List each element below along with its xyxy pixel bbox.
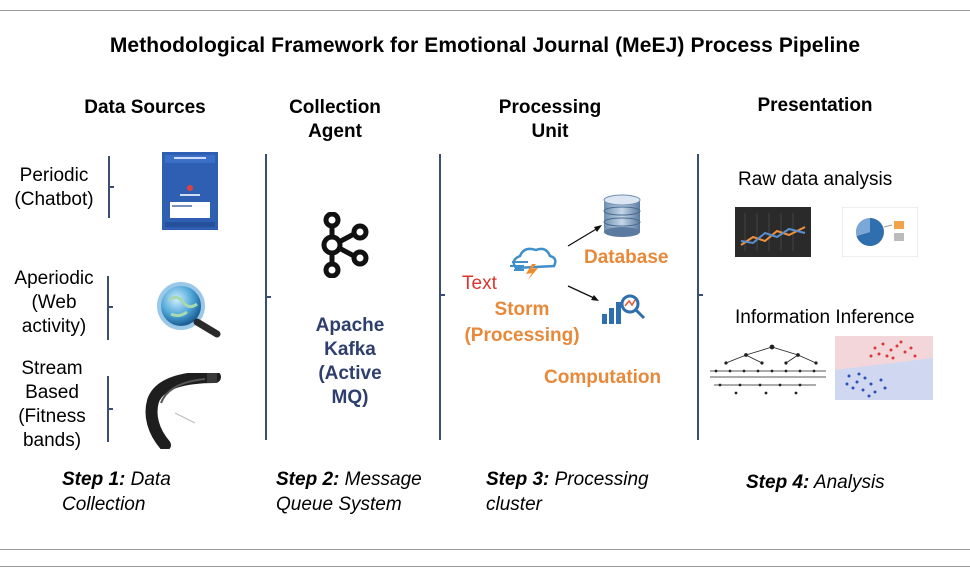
source-stream-line3: (Fitness [18,406,86,427]
step-3-bold: Step 3: [486,469,550,490]
divider-1 [265,154,267,440]
storm-line1: Storm [494,299,550,320]
step-2-rest-b: Queue System [276,494,402,515]
kafka-line2: Kafka [324,339,376,360]
source-aperiodic: Aperiodic (Web activity) [4,267,104,339]
divider-2 [439,154,441,440]
divider-1-tick [267,296,271,298]
arrow-to-database [567,225,602,247]
storm-line2: (Processing) [464,325,580,346]
step-1-caption: Step 1: Data Collection [62,467,262,517]
chatbot-phone-icon [162,152,218,230]
raw-data-label: Raw data analysis [738,169,893,190]
text-label: Text [462,273,497,294]
kafka-line4: MQ) [331,387,369,408]
header-presentation-text: Presentation [757,95,873,116]
source-periodic-line2: (Chatbot) [14,189,94,210]
inference-label: Information Inference [735,307,915,328]
web-magnifier-icon [157,282,221,338]
source-periodic: Periodic (Chatbot) [6,164,102,212]
source-stream-line1: Stream [21,358,83,379]
header-collection-agent: Collection Agent [255,96,415,144]
step-2-caption: Step 2: Message Queue System [276,467,476,517]
line-chart-thumbnail [735,207,811,257]
step-1-rest-b: Collection [62,494,146,515]
header-collection-line1: Collection [289,97,381,118]
pie-chart-thumbnail [842,207,918,257]
storm-label: Storm (Processing) [452,297,592,349]
divider-3 [697,154,699,440]
step-2-rest-a: Message [339,469,422,490]
source-aperiodic-line3: activity) [21,316,87,337]
header-collection-line2: Agent [308,121,362,142]
step-4-rest-a: Analysis [809,472,885,493]
bracket-periodic-tick [110,186,114,188]
step-1-rest-a: Data [125,469,171,490]
analytics-icon [602,294,646,324]
divider-3-tick [699,294,703,296]
step-4-caption: Step 4: Analysis [746,470,946,495]
bottom-border-2 [0,566,970,567]
database-icon [603,194,641,237]
bottom-border [0,549,970,550]
divider-2-tick [441,294,445,296]
header-processing-unit: Processing Unit [470,96,630,144]
fitness-band-icon [145,373,221,449]
header-processing-line1: Processing [498,97,602,118]
computation-label: Computation [544,367,662,388]
step-4-bold: Step 4: [746,472,810,493]
header-presentation: Presentation [735,94,895,118]
kafka-icon [321,212,369,278]
source-aperiodic-line2: (Web [31,292,77,313]
source-aperiodic-line1: Aperiodic [14,268,94,289]
bracket-stream [107,376,109,442]
source-stream: Stream Based (Fitness bands) [4,357,100,453]
storm-icon [510,247,557,280]
source-stream-line4: bands) [22,430,82,451]
kafka-label: Apache Kafka (Active MQ) [280,314,420,410]
header-processing-line2: Unit [531,121,569,142]
header-data-sources-text: Data Sources [84,97,206,118]
step-3-rest-b: cluster [486,494,542,515]
kafka-line3: (Active [318,363,382,384]
step-3-caption: Step 3: Processing cluster [486,467,706,517]
step-3-rest-a: Processing [549,469,649,490]
step-2-bold: Step 2: [276,469,340,490]
scatter-thumbnail [835,336,933,400]
arrow-to-computation [567,285,599,301]
bracket-periodic [108,156,110,218]
bracket-stream-tick [109,408,113,410]
step-1-bold: Step 1: [62,469,126,490]
source-stream-line2: Based [25,382,79,403]
diagram-title: Methodological Framework for Emotional J… [109,34,861,57]
kafka-line1: Apache [315,315,385,336]
tree-diagram-thumbnail [710,344,826,395]
header-data-sources: Data Sources [60,96,230,120]
database-label: Database [584,247,669,268]
bracket-aperiodic-tick [109,306,113,308]
top-border [0,10,970,11]
source-periodic-line1: Periodic [19,165,89,186]
bracket-aperiodic [107,276,109,340]
